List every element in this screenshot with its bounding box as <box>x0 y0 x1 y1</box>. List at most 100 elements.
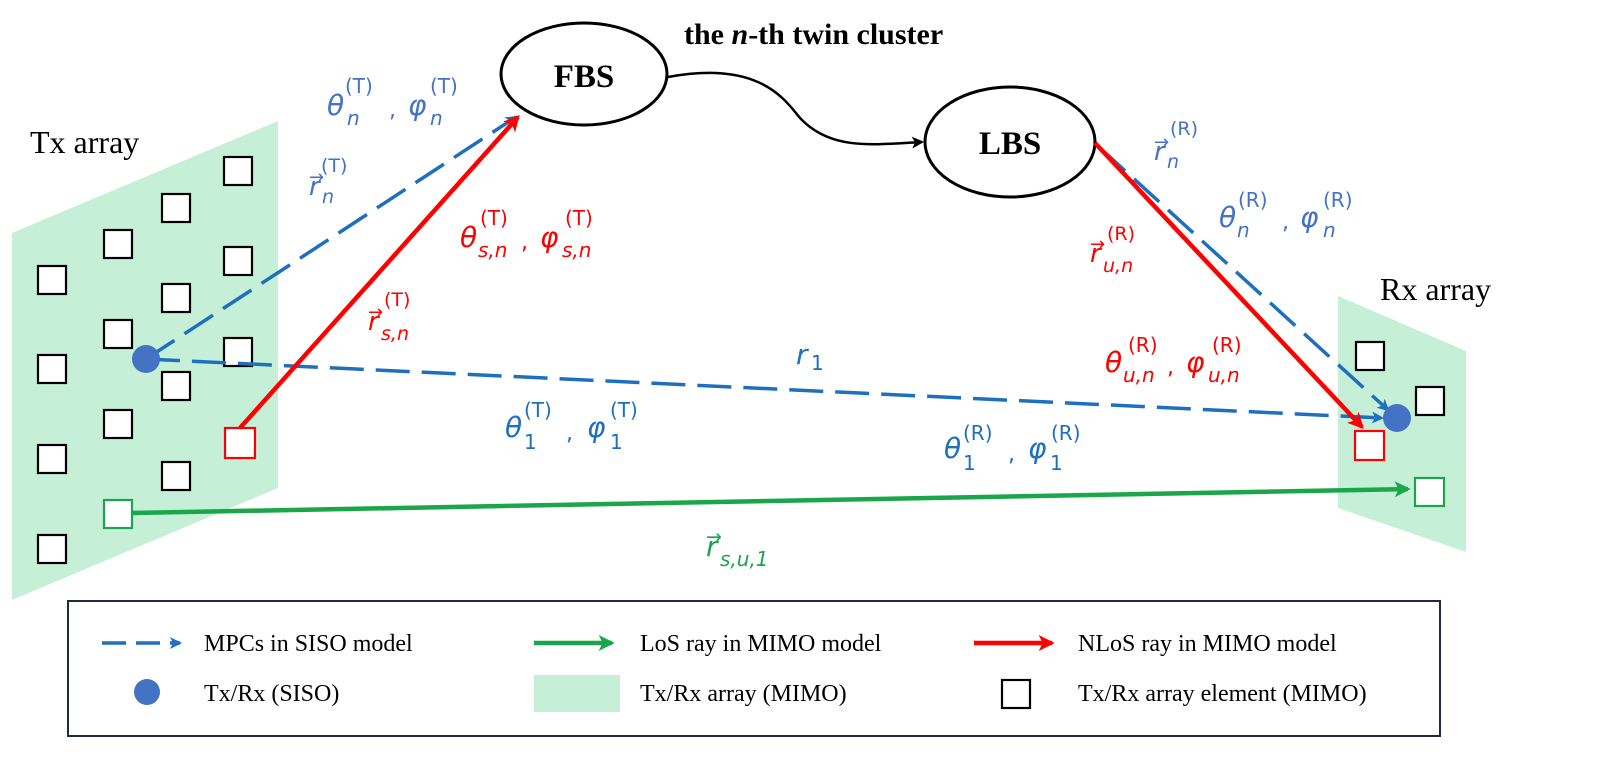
svg-text:u,n: u,n <box>1123 363 1155 387</box>
legend-siso-text: MPCs in SISO model <box>204 631 413 657</box>
legend-box <box>67 600 1441 737</box>
svg-text:(T): (T) <box>524 398 552 422</box>
svg-text:(T): (T) <box>384 289 410 311</box>
svg-text:,: , <box>389 98 396 123</box>
legend-siso-dot <box>134 679 160 705</box>
rx-los-element <box>1413 476 1446 508</box>
tx-array-label: Tx array <box>30 124 139 160</box>
svg-text:s,n: s,n <box>478 238 507 262</box>
array-element <box>36 533 68 565</box>
svg-text:u,n: u,n <box>1208 363 1240 387</box>
svg-text:θ: θ <box>505 411 522 444</box>
nlos-ray-from-lbs <box>1093 141 1364 429</box>
label-r-sn-T: r → s,n (T) <box>368 289 410 345</box>
legend-array-text: Tx/Rx array (MIMO) <box>640 681 847 707</box>
array-element <box>1354 340 1386 372</box>
legend-element-text: Tx/Rx array element (MIMO) <box>1078 681 1367 707</box>
twin-cluster-title: the n-th twin cluster <box>684 18 943 51</box>
svg-text:n: n <box>347 106 360 130</box>
label-theta-phi-un-R: θ u,n (R) , φ u,n (R) <box>1105 333 1242 387</box>
label-r-n-R: r → n (R) <box>1154 118 1198 173</box>
svg-text:θ: θ <box>944 432 961 465</box>
svg-text:u,n: u,n <box>1103 255 1133 277</box>
svg-text:(R): (R) <box>1051 421 1081 445</box>
svg-text:s,n: s,n <box>381 323 409 345</box>
svg-text:(R): (R) <box>1128 333 1158 357</box>
svg-text:r: r <box>309 172 322 202</box>
tx-los-element <box>102 498 134 530</box>
siso-ray-to-fbs <box>145 115 518 361</box>
los-ray <box>131 481 1411 516</box>
svg-text:1: 1 <box>524 430 537 454</box>
svg-text:1: 1 <box>811 351 824 375</box>
svg-text:φ: φ <box>408 89 427 122</box>
svg-text:s,u,1: s,u,1 <box>720 547 769 571</box>
svg-text:,: , <box>566 421 573 446</box>
array-element <box>222 336 254 368</box>
svg-text:→: → <box>706 526 722 548</box>
svg-text:s,n: s,n <box>562 238 591 262</box>
svg-text:(T): (T) <box>565 206 593 230</box>
label-r-1: r 1 <box>796 338 824 375</box>
svg-text:→: → <box>309 167 324 188</box>
array-element <box>36 443 68 475</box>
svg-text:(R): (R) <box>1323 188 1353 212</box>
svg-text:θ: θ <box>460 221 477 254</box>
svg-text:(R): (R) <box>963 421 993 445</box>
nlos-ray-to-fbs <box>238 115 520 430</box>
array-element <box>1414 385 1446 417</box>
siso-los-ray <box>145 357 1384 424</box>
label-theta-phi-1-R: θ 1 (R) , φ 1 (R) <box>944 421 1081 475</box>
siso-ray-from-lbs <box>1098 146 1390 412</box>
svg-text:,: , <box>1282 210 1289 235</box>
svg-text:(R): (R) <box>1107 223 1135 245</box>
rx-siso-dot <box>1383 404 1411 432</box>
svg-text:θ: θ <box>327 89 344 122</box>
svg-text:φ: φ <box>540 221 559 254</box>
svg-text:φ: φ <box>1300 201 1319 234</box>
svg-text:n: n <box>322 186 334 208</box>
svg-text:n: n <box>430 106 443 130</box>
svg-text:r: r <box>1090 239 1103 269</box>
svg-text:(T): (T) <box>321 155 347 177</box>
svg-text:1: 1 <box>610 430 623 454</box>
label-theta-phi-1-T: θ 1 (T) , φ 1 (T) <box>505 398 638 454</box>
fbs-ellipse <box>499 21 669 127</box>
svg-text:(R): (R) <box>1238 188 1268 212</box>
array-element <box>222 155 254 187</box>
svg-text:→: → <box>1154 132 1169 153</box>
svg-text:n: n <box>1323 218 1336 242</box>
svg-text:(T): (T) <box>345 74 373 98</box>
legend-txrx-siso-text: Tx/Rx (SISO) <box>204 681 339 707</box>
array-element <box>222 245 254 277</box>
array-element <box>102 318 134 350</box>
label-theta-phi-sn-T: θ s,n (T) , φ s,n (T) <box>460 206 593 262</box>
tx-nlos-element <box>223 426 257 460</box>
svg-text:φ: φ <box>1028 432 1047 465</box>
legend: MPCs in SISO model LoS ray in MIMO model… <box>67 600 1441 737</box>
array-element <box>36 353 68 385</box>
legend-array-swatch <box>534 675 620 712</box>
svg-text:θ: θ <box>1219 201 1236 234</box>
array-element <box>36 264 68 296</box>
rx-nlos-element <box>1353 429 1386 462</box>
svg-text:θ: θ <box>1105 346 1122 379</box>
label-theta-phi-n-T: θ n (T) , φ n (T) <box>327 74 458 130</box>
svg-text:φ: φ <box>587 411 606 444</box>
label-theta-phi-n-R: θ n (R) , φ n (R) <box>1219 188 1353 242</box>
cluster-link-arrow <box>667 71 924 149</box>
label-r-su1: r → s,u,1 <box>706 526 769 571</box>
svg-text:r: r <box>368 307 381 337</box>
lbs-ellipse <box>923 85 1097 199</box>
label-r-un-R: r → u,n (R) <box>1090 223 1135 277</box>
svg-text:φ: φ <box>1186 346 1205 379</box>
svg-text:r: r <box>1154 137 1167 167</box>
tx-array-elements <box>36 155 254 565</box>
rx-array-label: Rx array <box>1380 271 1491 307</box>
legend-los-text: LoS ray in MIMO model <box>640 631 882 657</box>
lbs-label: LBS <box>979 126 1041 162</box>
svg-text:,: , <box>521 230 528 255</box>
svg-text:(T): (T) <box>610 398 638 422</box>
legend-element-swatch <box>1000 678 1032 710</box>
